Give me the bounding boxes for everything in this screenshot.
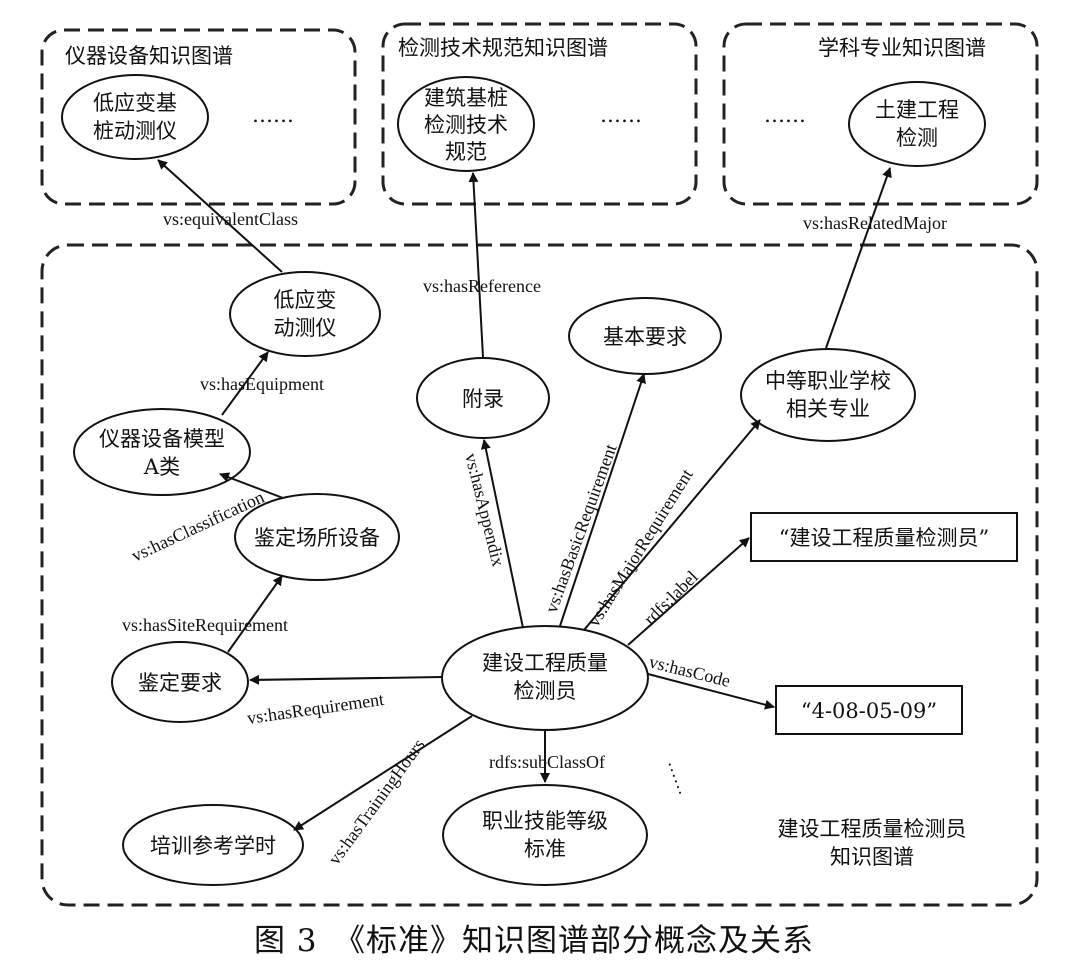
edge-has-reference [468,172,484,358]
node-civil-engineering-testing [848,81,986,167]
standard-graph-box [381,22,698,206]
node-equipment-model-a [73,408,251,496]
node-pile-testing-standard [397,76,535,172]
node-vocational-school-major [740,348,916,442]
edge-label-rdfs-label: rdfs:label [640,567,702,629]
node-site-equipment [234,493,400,581]
edge-label-has-reference: vs:hasReference [423,276,541,296]
edge-label-subclass-of: rdfs:subClassOf [489,752,605,772]
node-low-strain-pile-tester [61,74,209,160]
edge-label-has-requirement: vs:hasRequirement [246,689,385,728]
edge-has-appendix [480,439,524,629]
node-basic-requirement-label: 基本要求 [603,325,687,349]
edge-has-requirement [249,674,443,685]
edge-label-equivalent-class: vs:equivalentClass [163,209,298,229]
instrument-graph-title: 仪器设备知识图谱 [65,44,233,68]
figure-caption: 图 3 《标准》知识图谱部分概念及关系 [254,923,814,959]
instrument-graph-box [40,28,357,206]
major-graph-title: 学科专业知识图谱 [818,36,986,60]
node-requirement-label: 鉴定要求 [138,671,222,695]
standard-graph-ellipsis: …… [600,103,642,127]
edge-equivalent-class [157,159,283,273]
node-civil-engineering-testing-label: 土建工程检测 [875,98,959,150]
literal-code-box [775,685,963,735]
node-low-strain-tester [229,271,381,357]
node-low-strain-tester-label: 低应变动测仪 [274,288,337,340]
edge-has-basic-requirement [559,373,646,627]
edge-has-site-requirement [227,575,283,653]
node-training-hours-label: 培训参考学时 [150,834,276,858]
edge-label-has-site-requirement: vs:hasSiteRequirement [122,615,288,635]
node-skill-standard [442,784,648,886]
main-graph-title: 建设工程质量检测员知识图谱 [778,817,967,869]
standard-graph-title: 检测技术规范知识图谱 [398,36,608,60]
instrument-graph-ellipsis: …… [252,103,294,127]
main-graph-box [40,243,1039,907]
edge-has-major-requirement [583,419,761,631]
edge-has-related-major [825,167,892,349]
literal-label-value: “建设工程质量检测员” [779,526,989,550]
edge-label-more: …… [664,757,695,798]
node-vocational-school-major-label: 中等职业学校相关专业 [765,369,891,421]
edge-has-equipment [221,351,269,416]
major-graph-ellipsis: …… [764,103,806,127]
edge-rdfs-label [627,537,750,646]
edge-has-training-hours [293,715,473,831]
literal-code-value: “4-08-05-09” [801,699,937,723]
edge-has-classification [219,472,284,499]
node-pile-testing-standard-label: 建筑基桩检测技术规范 [424,86,508,164]
node-skill-standard-label: 职业技能等级标准 [482,809,608,861]
edge-label-has-related-major: vs:hasRelatedMajor [803,213,947,233]
edge-label-has-equipment: vs:hasEquipment [200,374,324,394]
major-graph-box [722,22,1039,206]
node-training-hours [122,804,304,886]
edge-has-code [647,673,775,710]
node-center-inspector-label: 建设工程质量检测员 [482,651,608,703]
node-appendix-label: 附录 [462,387,504,411]
node-low-strain-pile-tester-label: 低应变基桩动测仪 [93,91,177,143]
node-center-inspector [441,625,649,731]
node-appendix [416,357,550,439]
literal-label-box [750,512,1018,562]
node-requirement [111,641,249,723]
node-site-equipment-label: 鉴定场所设备 [254,526,380,550]
edge-label-has-appendix: vs:hasAppendix [461,451,508,568]
